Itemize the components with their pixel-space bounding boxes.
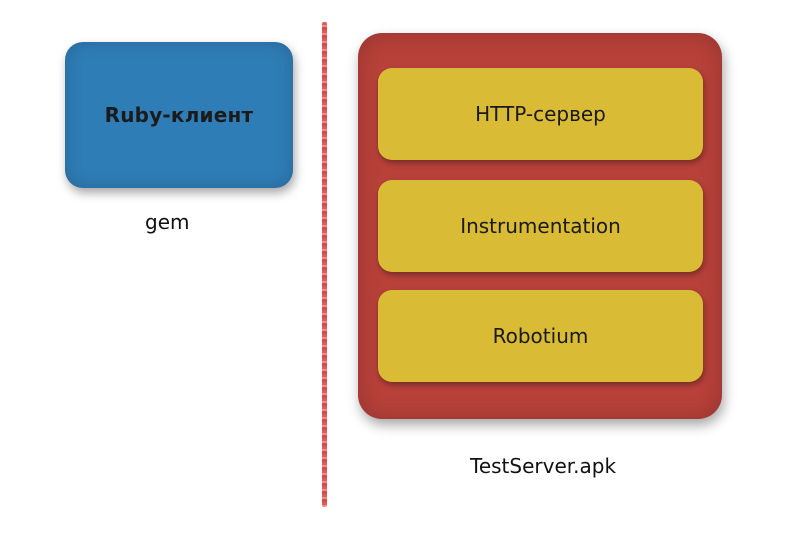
instrumentation-layer: Instrumentation [378, 180, 703, 272]
ruby-client-label: Ruby-клиент [104, 103, 254, 127]
apk-caption: TestServer.apk [470, 454, 617, 478]
divider-line [322, 22, 327, 507]
http-server-label: HTTP-сервер [475, 102, 606, 126]
gem-caption: gem [145, 210, 190, 234]
http-server-layer: HTTP-сервер [378, 68, 703, 160]
robotium-label: Robotium [492, 324, 589, 348]
instrumentation-label: Instrumentation [460, 214, 621, 238]
ruby-client-box: Ruby-клиент [65, 42, 293, 188]
testserver-apk-box: HTTP-сервер Instrumentation Robotium [358, 33, 722, 419]
robotium-layer: Robotium [378, 290, 703, 382]
